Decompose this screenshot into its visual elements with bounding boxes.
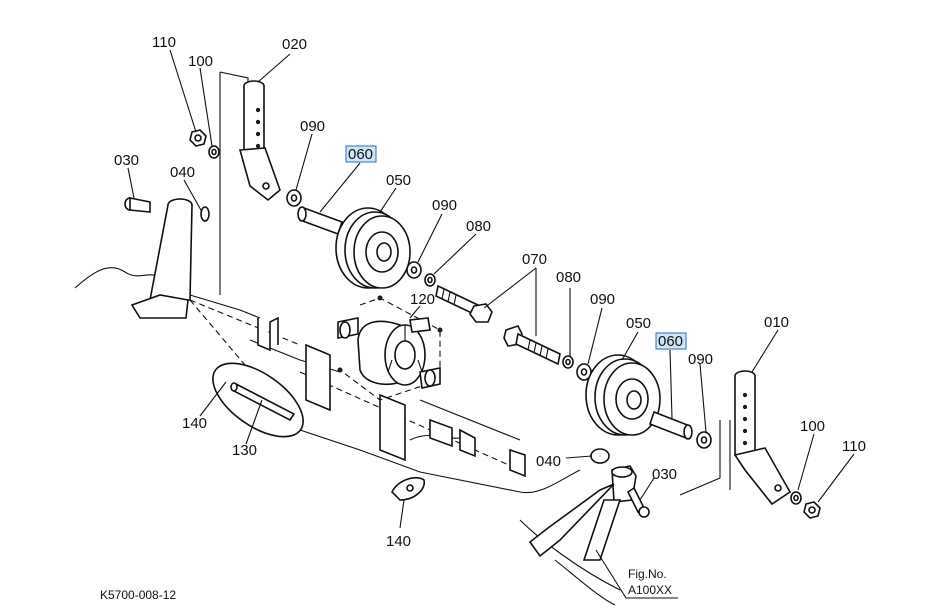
label-090-d: 090	[688, 351, 713, 368]
washer-090-right-b	[696, 431, 712, 449]
leader-lines	[127, 49, 855, 599]
bushing-060-left	[297, 206, 344, 236]
bushing-060-right	[649, 410, 693, 440]
washer-090-left	[286, 189, 302, 207]
label-010: 010	[764, 314, 789, 331]
wheel-050-left	[335, 207, 411, 289]
diagram-code: K5700-008-12	[100, 588, 176, 602]
label-030-left: 030	[114, 152, 139, 169]
label-060-right: 060	[658, 333, 683, 350]
left-bracket-020	[238, 80, 281, 202]
label-030-right: 030	[652, 466, 677, 483]
bolt-030-right	[626, 486, 650, 518]
chassis-tabs	[257, 316, 526, 478]
nut-110-left	[189, 129, 207, 147]
washer-100-left	[208, 145, 220, 159]
highlight-060-left	[345, 145, 377, 163]
washer-080-center	[424, 273, 436, 287]
label-070: 070	[522, 251, 547, 268]
label-050-right: 050	[626, 315, 651, 332]
bolt-030-left	[124, 197, 151, 213]
label-110-right: 110	[842, 438, 866, 455]
washer-080-right	[562, 355, 574, 369]
fig-number: A100XX	[628, 583, 672, 597]
wheel-050-right	[585, 354, 661, 436]
roller-120	[337, 295, 443, 401]
label-080-a: 080	[466, 218, 491, 235]
right-bracket-010	[733, 370, 792, 506]
label-120: 120	[410, 291, 435, 308]
label-100-left: 100	[188, 53, 213, 70]
pin-130	[212, 362, 304, 438]
label-080-b: 080	[556, 269, 581, 286]
label-110-left: 110	[152, 34, 176, 51]
label-130: 130	[232, 442, 257, 459]
washer-100-right	[790, 491, 802, 505]
bolt-070-upper	[435, 284, 493, 323]
label-040-right: 040	[536, 453, 561, 470]
label-090-b: 090	[432, 197, 457, 214]
label-060-left: 060	[348, 146, 373, 163]
label-040-left: 040	[170, 164, 195, 181]
label-090-a: 090	[300, 118, 325, 135]
stand-040-left	[130, 198, 210, 319]
plate-140-lower	[391, 476, 425, 501]
label-100-right: 100	[800, 418, 825, 435]
label-140-left: 140	[182, 415, 207, 432]
bolt-070-lower	[503, 325, 561, 366]
label-050-left: 050	[386, 172, 411, 189]
label-140-lower: 140	[386, 533, 411, 550]
label-020: 020	[282, 36, 307, 53]
washer-090-center	[406, 261, 422, 279]
highlight-060-right	[655, 332, 687, 350]
label-090-c: 090	[590, 291, 615, 308]
nut-110-right	[803, 501, 821, 519]
fig-label: Fig.No.	[628, 567, 667, 581]
